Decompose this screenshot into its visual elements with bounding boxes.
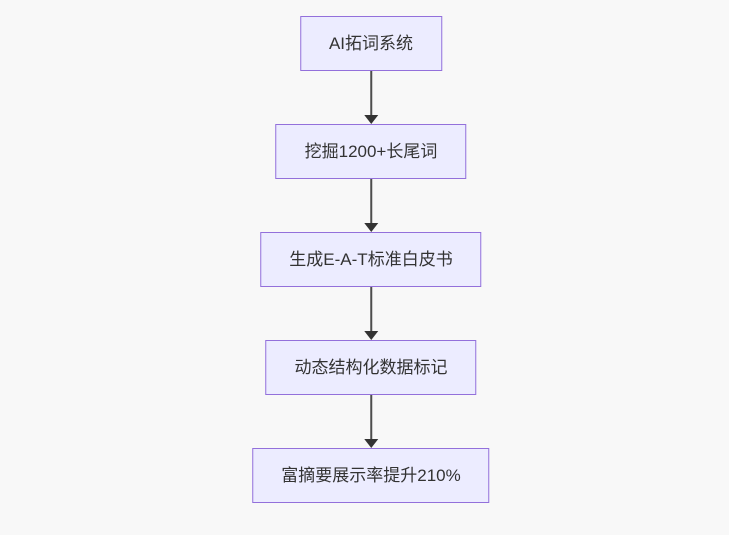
arrow-shaft: [369, 179, 372, 223]
arrow-down-icon: [363, 331, 378, 340]
flow-edge-2: [363, 179, 378, 232]
flow-node-label: AI拓词系统: [328, 34, 414, 53]
flow-edge-3: [363, 287, 378, 340]
flow-node-label: 生成E-A-T标准白皮书: [289, 250, 453, 269]
flow-node-rich-snippet-result: 富摘要展示率提升210%: [252, 448, 490, 503]
arrow-down-icon: [363, 439, 378, 448]
arrow-down-icon: [363, 223, 378, 232]
flow-node-structured-data-markup: 动态结构化数据标记: [265, 340, 477, 395]
flow-node-eat-whitepaper: 生成E-A-T标准白皮书: [260, 232, 482, 287]
flow-edge-4: [363, 395, 378, 448]
flow-node-label: 动态结构化数据标记: [294, 358, 448, 377]
flow-node-longtail-mining: 挖掘1200+长尾词: [275, 124, 467, 179]
flow-node-label: 挖掘1200+长尾词: [304, 142, 438, 161]
flow-node-ai-keyword-system: AI拓词系统: [299, 16, 443, 71]
arrow-shaft: [369, 395, 372, 439]
flow-edge-1: [363, 71, 378, 124]
arrow-down-icon: [363, 115, 378, 124]
arrow-shaft: [369, 71, 372, 115]
flowchart: AI拓词系统 挖掘1200+长尾词 生成E-A-T标准白皮书 动态结构化数据标记: [252, 16, 490, 503]
arrow-shaft: [369, 287, 372, 331]
flow-node-label: 富摘要展示率提升210%: [281, 466, 461, 485]
